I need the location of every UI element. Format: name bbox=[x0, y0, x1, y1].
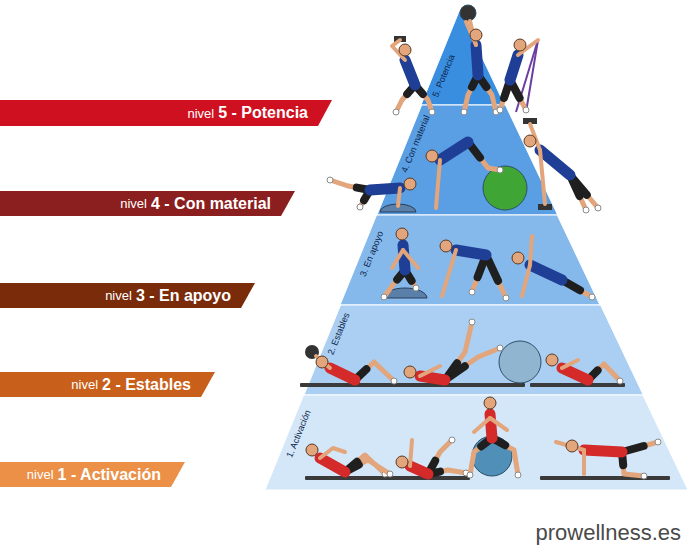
athlete-figure bbox=[497, 39, 538, 113]
athlete-shoe bbox=[641, 473, 647, 479]
athlete-torso bbox=[476, 45, 478, 75]
athlete-shoe bbox=[583, 207, 589, 213]
band-fill bbox=[304, 305, 643, 395]
level-bar: nivel 4 - Con material bbox=[0, 191, 295, 216]
athlete-head bbox=[546, 354, 558, 366]
athlete-shoe bbox=[523, 107, 529, 113]
watermark: prowellness.es bbox=[535, 520, 681, 546]
exercise-mat bbox=[530, 383, 625, 387]
exercise-mat bbox=[540, 476, 670, 480]
level-bar: nivel 5 - Potencia bbox=[0, 100, 332, 126]
athlete-torso bbox=[420, 376, 445, 380]
athlete-torso bbox=[510, 55, 518, 80]
band-fill bbox=[377, 105, 558, 215]
athlete-figure bbox=[392, 40, 435, 115]
bar-fill bbox=[0, 100, 332, 126]
level-bar: nivel 2 - Estables bbox=[0, 372, 215, 397]
level-bar: nivel 3 - En apoyo bbox=[0, 283, 255, 308]
athlete-shoe bbox=[327, 177, 333, 183]
level-prefix: nivel bbox=[27, 467, 54, 482]
bar-text: nivel 4 - Con material bbox=[120, 191, 271, 216]
level-prefix: nivel bbox=[105, 288, 132, 303]
athlete-arm bbox=[530, 236, 532, 265]
exercise-mat bbox=[405, 383, 525, 387]
athlete-shoe bbox=[413, 285, 419, 291]
level-name: 5 - Potencia bbox=[218, 104, 308, 122]
athlete-shoe bbox=[497, 345, 503, 351]
athlete-head bbox=[484, 397, 496, 409]
athlete-shoe bbox=[469, 319, 475, 325]
elastic-band bbox=[526, 40, 538, 112]
athlete-head bbox=[399, 44, 411, 56]
athlete-shoe bbox=[469, 289, 475, 295]
bar-text: nivel 3 - En apoyo bbox=[105, 283, 231, 308]
athlete-shoe bbox=[461, 109, 467, 115]
band-fill bbox=[421, 10, 505, 105]
level-name: 1 - Activación bbox=[58, 466, 161, 484]
level-name: 4 - Con material bbox=[151, 195, 271, 213]
athlete-head bbox=[396, 228, 408, 240]
athlete-leg bbox=[330, 180, 370, 190]
athlete-torso bbox=[410, 466, 428, 474]
athlete-shoe bbox=[503, 295, 509, 301]
athlete-head bbox=[566, 440, 578, 452]
athlete-shoe bbox=[387, 471, 393, 477]
athlete-shoe bbox=[393, 109, 399, 115]
athlete-arm bbox=[398, 188, 400, 206]
athlete-head bbox=[404, 366, 416, 378]
exercise-ball bbox=[499, 341, 541, 383]
level-prefix: nivel bbox=[71, 377, 98, 392]
athlete-torso bbox=[456, 250, 486, 255]
athlete-shoe bbox=[357, 204, 363, 210]
athlete-shoe bbox=[515, 472, 521, 478]
athlete-head bbox=[316, 356, 328, 368]
bar-fill bbox=[0, 191, 295, 216]
athlete-shoe bbox=[391, 378, 397, 384]
athlete-head bbox=[426, 150, 438, 162]
athlete-head bbox=[396, 456, 408, 468]
athlete-shoe bbox=[497, 167, 503, 173]
athlete-shoe bbox=[595, 205, 601, 211]
level-name: 3 - En apoyo bbox=[136, 287, 231, 305]
athlete-shoe bbox=[617, 378, 623, 384]
exercise-ball bbox=[460, 5, 476, 21]
bar-fill bbox=[0, 462, 185, 487]
athlete-shoe bbox=[429, 109, 435, 115]
athlete-torso bbox=[584, 450, 622, 452]
athlete-head bbox=[404, 178, 416, 190]
athlete-torso bbox=[370, 188, 400, 190]
bar-text: nivel 1 - Activación bbox=[27, 462, 161, 487]
athlete-shoe bbox=[449, 437, 455, 443]
athlete-shoe bbox=[655, 439, 661, 445]
athlete-leg bbox=[570, 175, 586, 210]
athlete-shoe bbox=[467, 472, 473, 478]
exercise-mat bbox=[305, 476, 470, 480]
bar-text: nivel 5 - Potencia bbox=[187, 100, 308, 126]
athlete-torso bbox=[405, 60, 415, 85]
athlete-head bbox=[524, 135, 536, 147]
athlete-arm bbox=[410, 440, 412, 466]
athlete-shoe bbox=[589, 294, 595, 300]
athlete-torso bbox=[540, 150, 570, 175]
athlete-shoe bbox=[381, 294, 387, 300]
athlete-head bbox=[306, 444, 318, 456]
level-prefix: nivel bbox=[120, 196, 147, 211]
athlete-shoe bbox=[497, 107, 503, 113]
band-fill bbox=[265, 395, 688, 490]
athlete-head bbox=[512, 252, 524, 264]
athlete-head bbox=[470, 29, 482, 41]
bar-fill bbox=[0, 283, 255, 308]
level-prefix: nivel bbox=[187, 106, 214, 121]
bar-fill bbox=[0, 372, 215, 397]
exercise-ball bbox=[483, 166, 527, 210]
level-name: 2 - Estables bbox=[102, 376, 191, 394]
athlete-head bbox=[514, 39, 526, 51]
band-fill bbox=[340, 215, 600, 305]
athlete-head bbox=[440, 240, 452, 252]
pyramid-band: 5. Potencia bbox=[421, 10, 505, 105]
athlete-arm bbox=[582, 450, 586, 474]
level-bar: nivel 1 - Activación bbox=[0, 462, 185, 487]
bar-text: nivel 2 - Estables bbox=[71, 372, 191, 397]
